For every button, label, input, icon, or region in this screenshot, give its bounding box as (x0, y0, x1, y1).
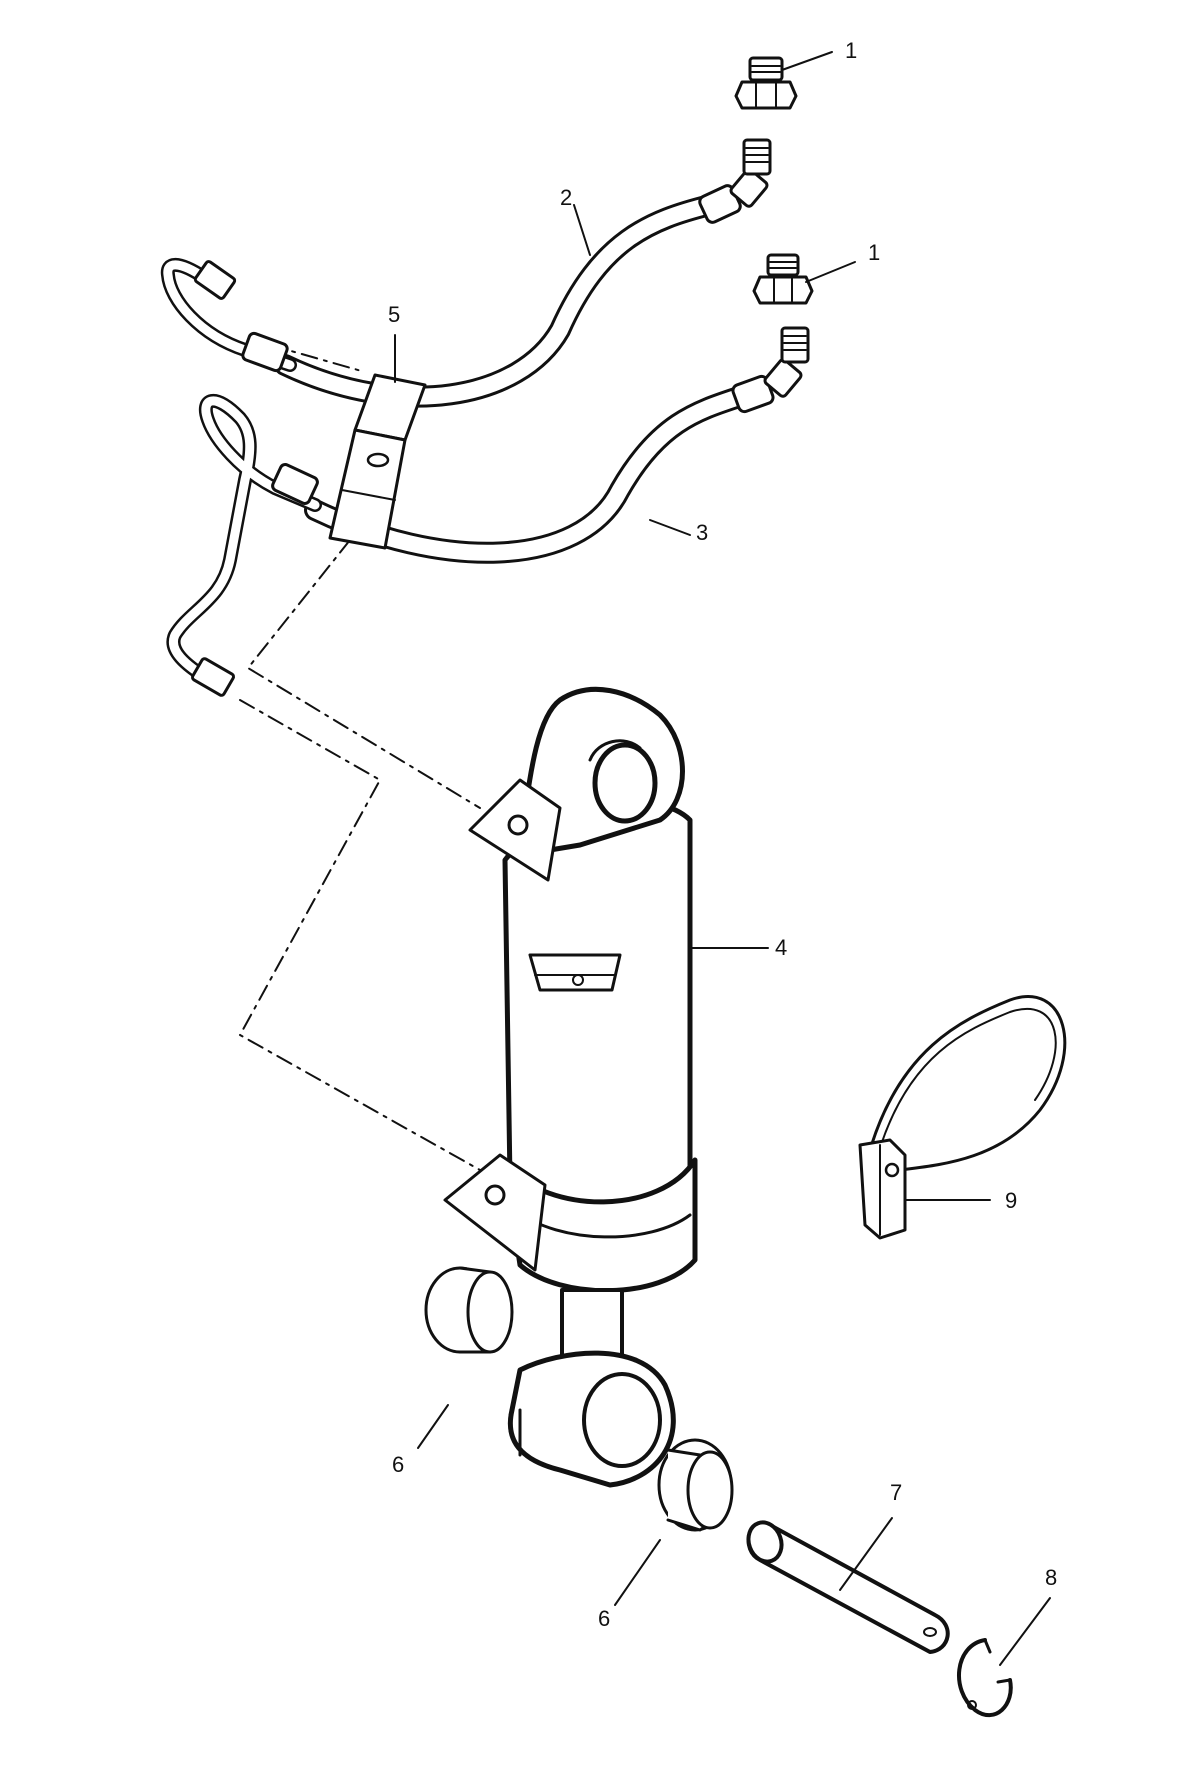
callout-labels: 1 1 2 3 4 5 6 6 7 8 9 (388, 38, 1057, 1631)
plug-1-lower (752, 253, 814, 305)
callout-2: 2 (560, 185, 572, 210)
retaining-ring-8 (957, 1638, 1013, 1718)
leader-lines (394, 51, 1051, 1666)
callout-5: 5 (388, 302, 400, 327)
plug-1-upper (734, 56, 798, 110)
callout-1-lower: 1 (868, 240, 880, 265)
rigid-tube-lower (166, 393, 322, 697)
rigid-tube-upper (160, 257, 297, 373)
bushing-6-left (424, 1266, 514, 1354)
pin-7 (746, 1520, 950, 1654)
callout-1-upper: 1 (845, 38, 857, 63)
callout-6-left: 6 (392, 1452, 404, 1477)
bushing-6-right (657, 1438, 734, 1532)
callout-8: 8 (1045, 1565, 1057, 1590)
callout-6-right: 6 (598, 1606, 610, 1631)
fitting-threads-3 (783, 335, 807, 351)
hydraulic-cylinder-4 (443, 686, 698, 1488)
hose-clamp-9 (858, 995, 1067, 1240)
callout-4: 4 (775, 935, 787, 960)
callout-7: 7 (890, 1480, 902, 1505)
hose-2 (274, 138, 772, 408)
clamp-block-5 (328, 373, 427, 550)
callout-9: 9 (1005, 1188, 1017, 1213)
callout-3: 3 (696, 520, 708, 545)
hose-3 (304, 326, 810, 564)
fitting-threads-2 (745, 147, 769, 163)
